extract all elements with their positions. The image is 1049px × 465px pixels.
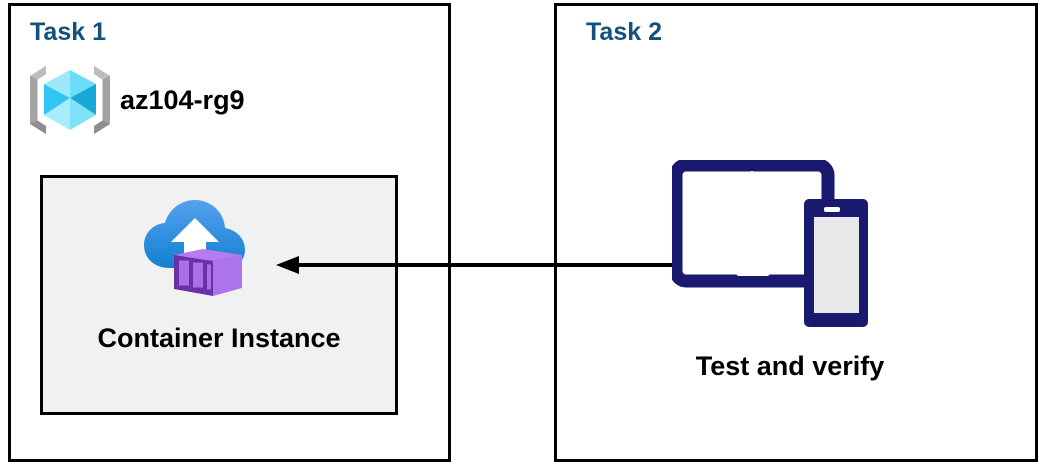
panel-task-2-title: Task 2 (586, 18, 662, 46)
resource-group-label: az104-rg9 (120, 84, 245, 115)
container-instance-label: Container Instance (97, 323, 341, 353)
tablet-and-phone-devices-icon (672, 160, 868, 327)
panel-task-1-title: Task 1 (30, 18, 106, 46)
panel-task-1 (8, 3, 451, 462)
resource-group-row: az104-rg9 (26, 62, 245, 138)
azure-resource-group-icon (30, 66, 110, 134)
arrow-task2-to-container-instance (276, 256, 679, 274)
test-and-verify-label: Test and verify (695, 351, 885, 381)
container-instance-box: Container Instance (40, 175, 398, 415)
azure-container-instance-icon (144, 200, 245, 296)
panel-task-2 (554, 3, 1038, 462)
